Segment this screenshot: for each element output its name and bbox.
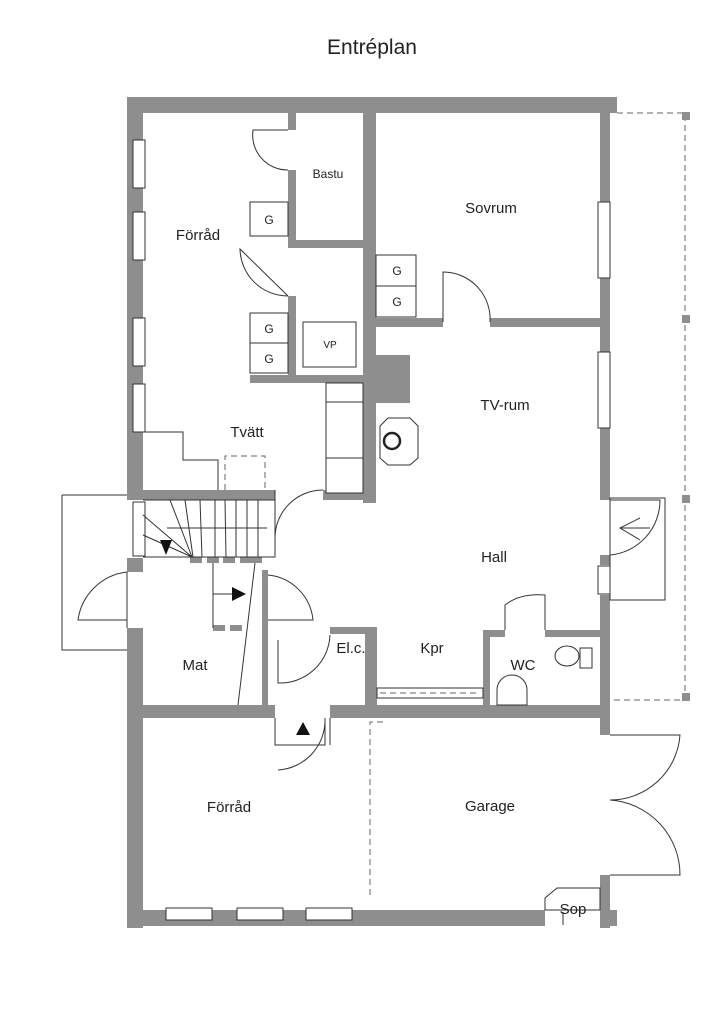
vp-unit	[302, 321, 357, 368]
g-label: G	[264, 213, 273, 227]
toilet-icon	[554, 645, 580, 667]
stair-arrow-icon	[160, 540, 172, 555]
walls	[127, 97, 617, 928]
vp-label: VP	[323, 340, 337, 351]
g-label: G	[264, 322, 273, 336]
g-box	[375, 285, 417, 318]
fixtures	[143, 201, 601, 925]
sink-icon	[496, 674, 528, 706]
room-label-hall: Hall	[481, 549, 507, 566]
room-label-tvatt: Tvätt	[230, 424, 264, 441]
room-label-forrad-upper: Förråd	[176, 227, 220, 244]
g-label: G	[392, 264, 401, 278]
room-label-bastu: Bastu	[313, 167, 344, 181]
room-label-sovrum: Sovrum	[465, 200, 517, 217]
room-label-wc: WC	[511, 657, 536, 674]
room-label-elc: El.c.	[336, 640, 365, 657]
stove-icon	[382, 431, 402, 451]
doors	[61, 129, 681, 876]
room-label-forrad-lower: Förråd	[207, 799, 251, 816]
room-label-kpr: Kpr	[420, 640, 443, 657]
g-box	[249, 201, 289, 237]
g-box	[249, 312, 289, 344]
g-box	[375, 254, 417, 287]
stair-arrow-icon	[232, 587, 246, 601]
g-label: G	[264, 352, 273, 366]
entry-arrow-icon	[296, 722, 310, 735]
porch-outline	[224, 112, 690, 895]
plan-title: Entréplan	[327, 36, 417, 59]
g-label: G	[392, 295, 401, 309]
room-label-garage: Garage	[465, 798, 515, 815]
room-label-mat: Mat	[182, 657, 208, 674]
windows	[132, 139, 611, 921]
room-label-tv-rum: TV-rum	[480, 397, 529, 414]
room-labels: Bastu Förråd Sovrum TV-rum Tvätt Hall Ma…	[176, 167, 586, 918]
staircase	[142, 499, 310, 735]
g-box	[249, 342, 289, 374]
room-label-sop: Sop	[560, 901, 587, 918]
